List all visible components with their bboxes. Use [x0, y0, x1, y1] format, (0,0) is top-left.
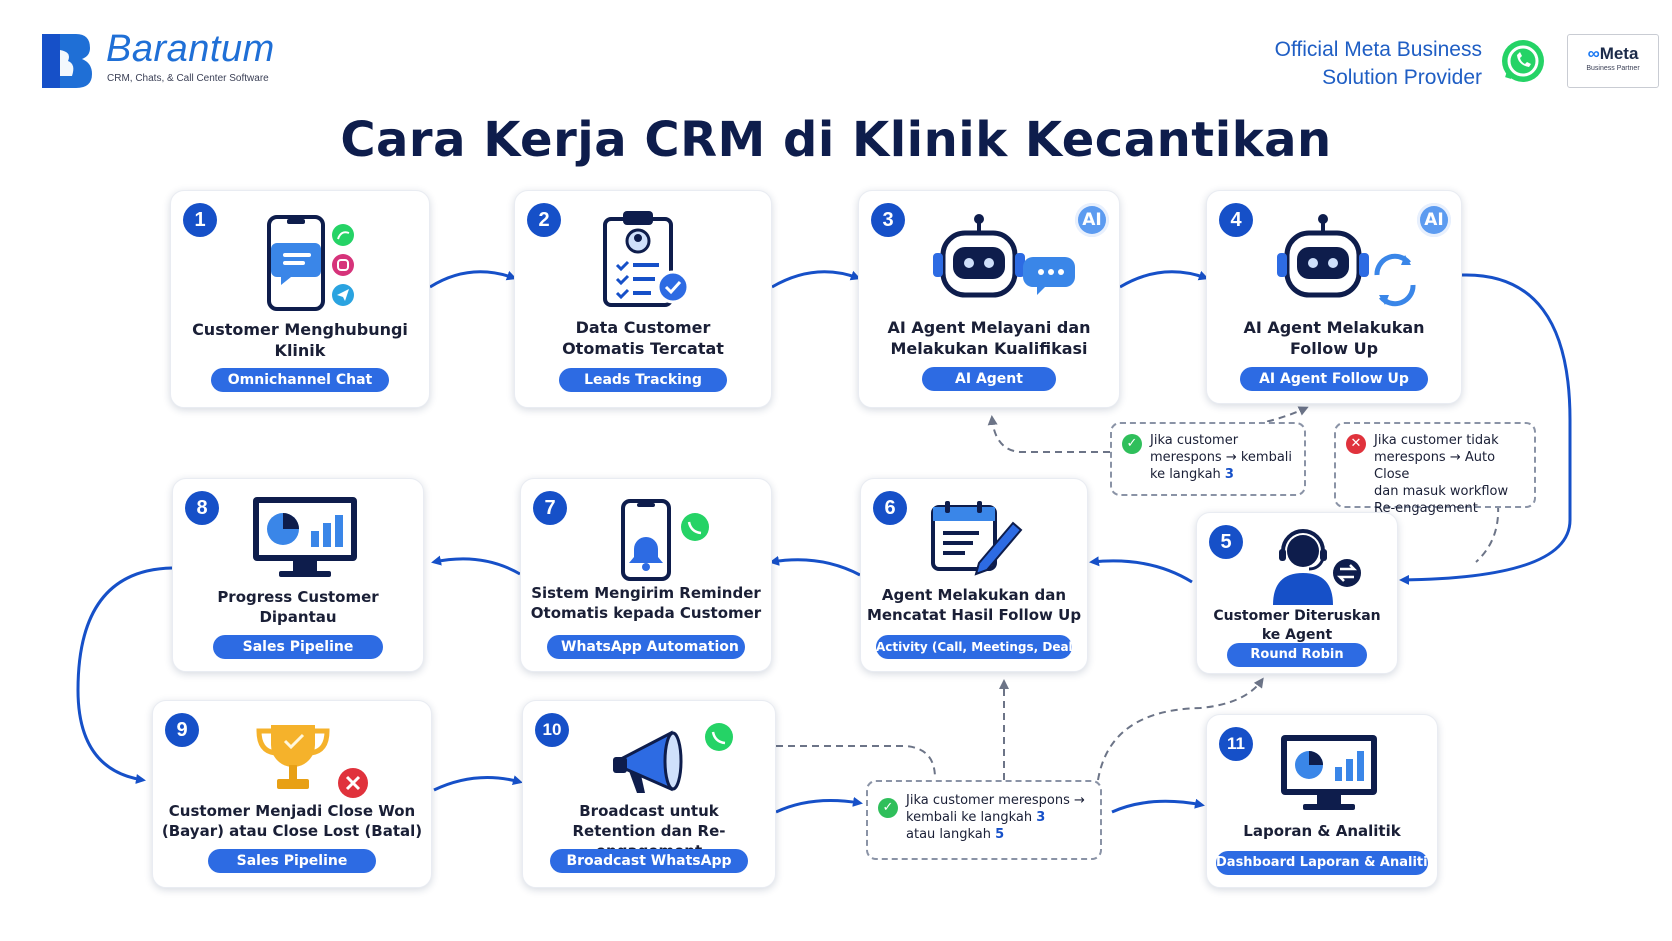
trophy-icon	[256, 725, 368, 798]
monitor-analytics-icon	[1281, 735, 1377, 810]
arrow-4-5	[1399, 273, 1572, 585]
ai-badge: AI	[1075, 203, 1109, 237]
meta-badge-name: ∞Meta	[1587, 44, 1639, 63]
step-tag: Activity (Call, Meetings, Deals)	[876, 635, 1085, 659]
dash-noresp-to-5	[1475, 504, 1500, 563]
check-icon: ✓	[878, 798, 898, 818]
barantum-logo-icon	[42, 34, 92, 88]
step-number: 4	[1219, 203, 1253, 237]
step-number: 11	[1219, 727, 1253, 761]
arrow-5-6	[1089, 556, 1193, 584]
step-tag: Sales Pipeline	[213, 635, 383, 659]
arrow-8-9	[76, 566, 173, 784]
step-tag: AI Agent	[922, 367, 1056, 391]
arrow-1-2	[429, 270, 517, 289]
arrow-9-10	[433, 775, 523, 792]
arrow-note-11	[1111, 798, 1205, 814]
step-number: 2	[527, 203, 561, 237]
dash-note-to-5	[1097, 677, 1264, 781]
page-title: Cara Kerja CRM di Klinik Kecantikan	[340, 112, 1332, 168]
meta-badge-sub: Business Partner	[1586, 65, 1640, 72]
monitor-chart-icon	[253, 497, 357, 577]
step-card-11: 11 Laporan & Analitik Dashboard Laporan …	[1206, 714, 1438, 888]
robot-refresh-icon	[1277, 214, 1416, 307]
step-title: Customer Menjadi Close Won(Bayar) atau C…	[161, 802, 423, 840]
meta-infinity-icon: ∞	[1587, 44, 1600, 63]
ai-badge: AI	[1417, 203, 1451, 237]
logo-text: Barantum	[106, 28, 275, 70]
phone-bell-whatsapp-icon	[621, 499, 709, 581]
step-tag: Dashboard Laporan & Analitik	[1216, 851, 1436, 875]
logo-tagline: CRM, Chats, & Call Center Software	[107, 73, 269, 84]
calendar-pen-icon	[931, 501, 1023, 576]
step-tag: AI Agent Follow Up	[1240, 367, 1428, 391]
step-number: 5	[1209, 525, 1243, 559]
partner-line-2: Solution Provider	[1322, 66, 1482, 89]
step-tag: Sales Pipeline	[208, 849, 376, 873]
whatsapp-logo-icon	[1502, 40, 1544, 82]
step-number: 7	[533, 491, 567, 525]
step-number: 8	[185, 491, 219, 525]
arrow-2-3	[771, 270, 861, 289]
step-tag: WhatsApp Automation	[547, 635, 745, 659]
meta-partner-badge: ∞Meta Business Partner	[1567, 34, 1659, 88]
step-tag: Omnichannel Chat	[211, 368, 389, 392]
arrow-7-8	[431, 555, 521, 576]
megaphone-whatsapp-icon	[613, 723, 733, 793]
check-icon: ✓	[1122, 434, 1142, 454]
step-card-9: 9 Customer Menjadi Close Won(Bayar) atau…	[152, 700, 432, 888]
note-no-respond: ✕ Jika customer tidak merespons → Auto C…	[1334, 422, 1536, 516]
step-number: 1	[183, 203, 217, 237]
dash-note-to-3	[987, 415, 1110, 453]
partner-line-1: Official Meta Business	[1274, 38, 1482, 61]
dash-10-to-note	[776, 745, 936, 779]
clipboard-check-icon	[603, 211, 690, 307]
step-tag: Round Robin	[1227, 643, 1367, 667]
smartphone-chat-icon	[267, 215, 354, 311]
step-number: 3	[871, 203, 905, 237]
robot-chat-icon	[933, 214, 1075, 298]
arrow-3-4	[1119, 270, 1209, 289]
step-title: Laporan & Analitik	[1243, 822, 1401, 840]
step-number: 10	[535, 713, 569, 747]
step-number: 9	[165, 713, 199, 747]
arrow-10-note	[775, 796, 863, 814]
step-number: 6	[873, 491, 907, 525]
note-respond-to-3: ✓ Jika customer merespons → kembali ke l…	[1110, 422, 1306, 496]
step-tag: Leads Tracking	[559, 368, 727, 392]
note-respond-to-3-or-5: ✓ Jika customer merespons → kembali ke l…	[866, 780, 1102, 860]
cross-icon: ✕	[1346, 434, 1366, 454]
partner-text: Official Meta Business Solution Provider	[1275, 36, 1482, 92]
arrow-6-7	[769, 555, 861, 577]
step-tag: Broadcast WhatsApp	[550, 849, 748, 873]
agent-headset-icon	[1273, 529, 1361, 605]
